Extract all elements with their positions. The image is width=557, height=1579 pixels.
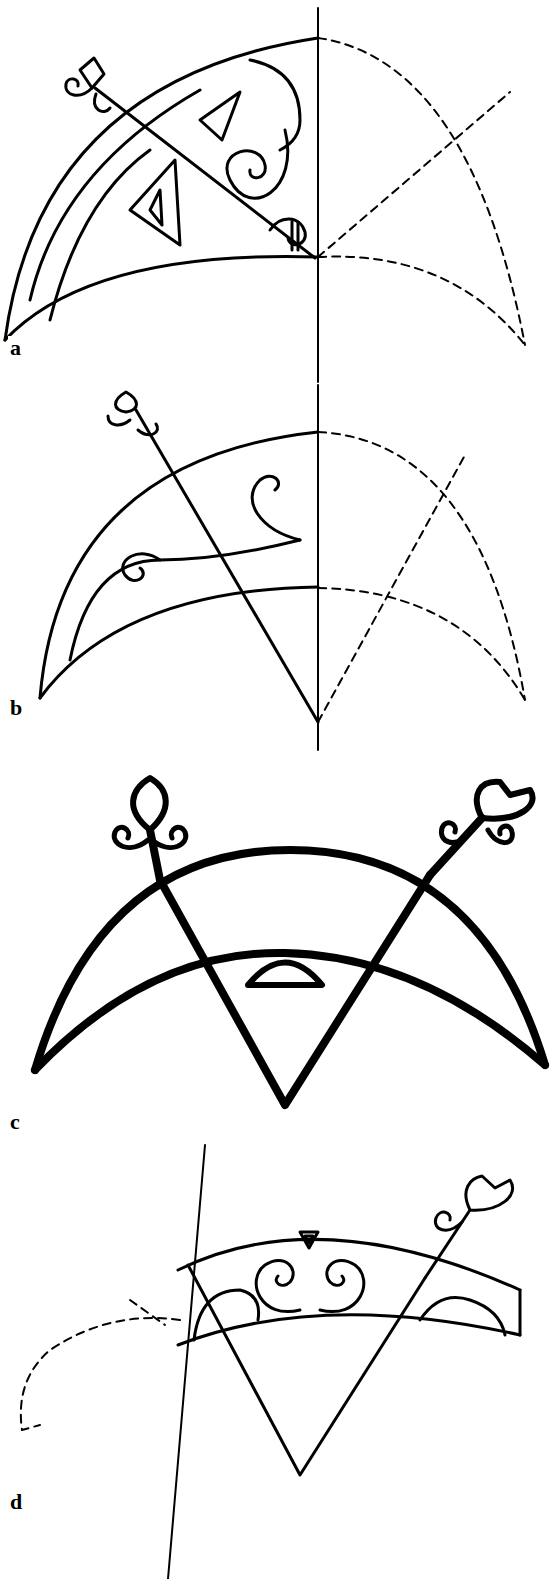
panel-letter: d: [8, 1490, 24, 1514]
ornament-b: [40, 385, 525, 750]
ornament-c: [35, 778, 545, 1105]
panel-letter: b: [8, 696, 24, 720]
panel-letter: c: [8, 1110, 22, 1134]
ornament-a: [5, 8, 525, 382]
panel-letter: a: [8, 336, 23, 360]
ornament-d: [21, 1145, 520, 1579]
